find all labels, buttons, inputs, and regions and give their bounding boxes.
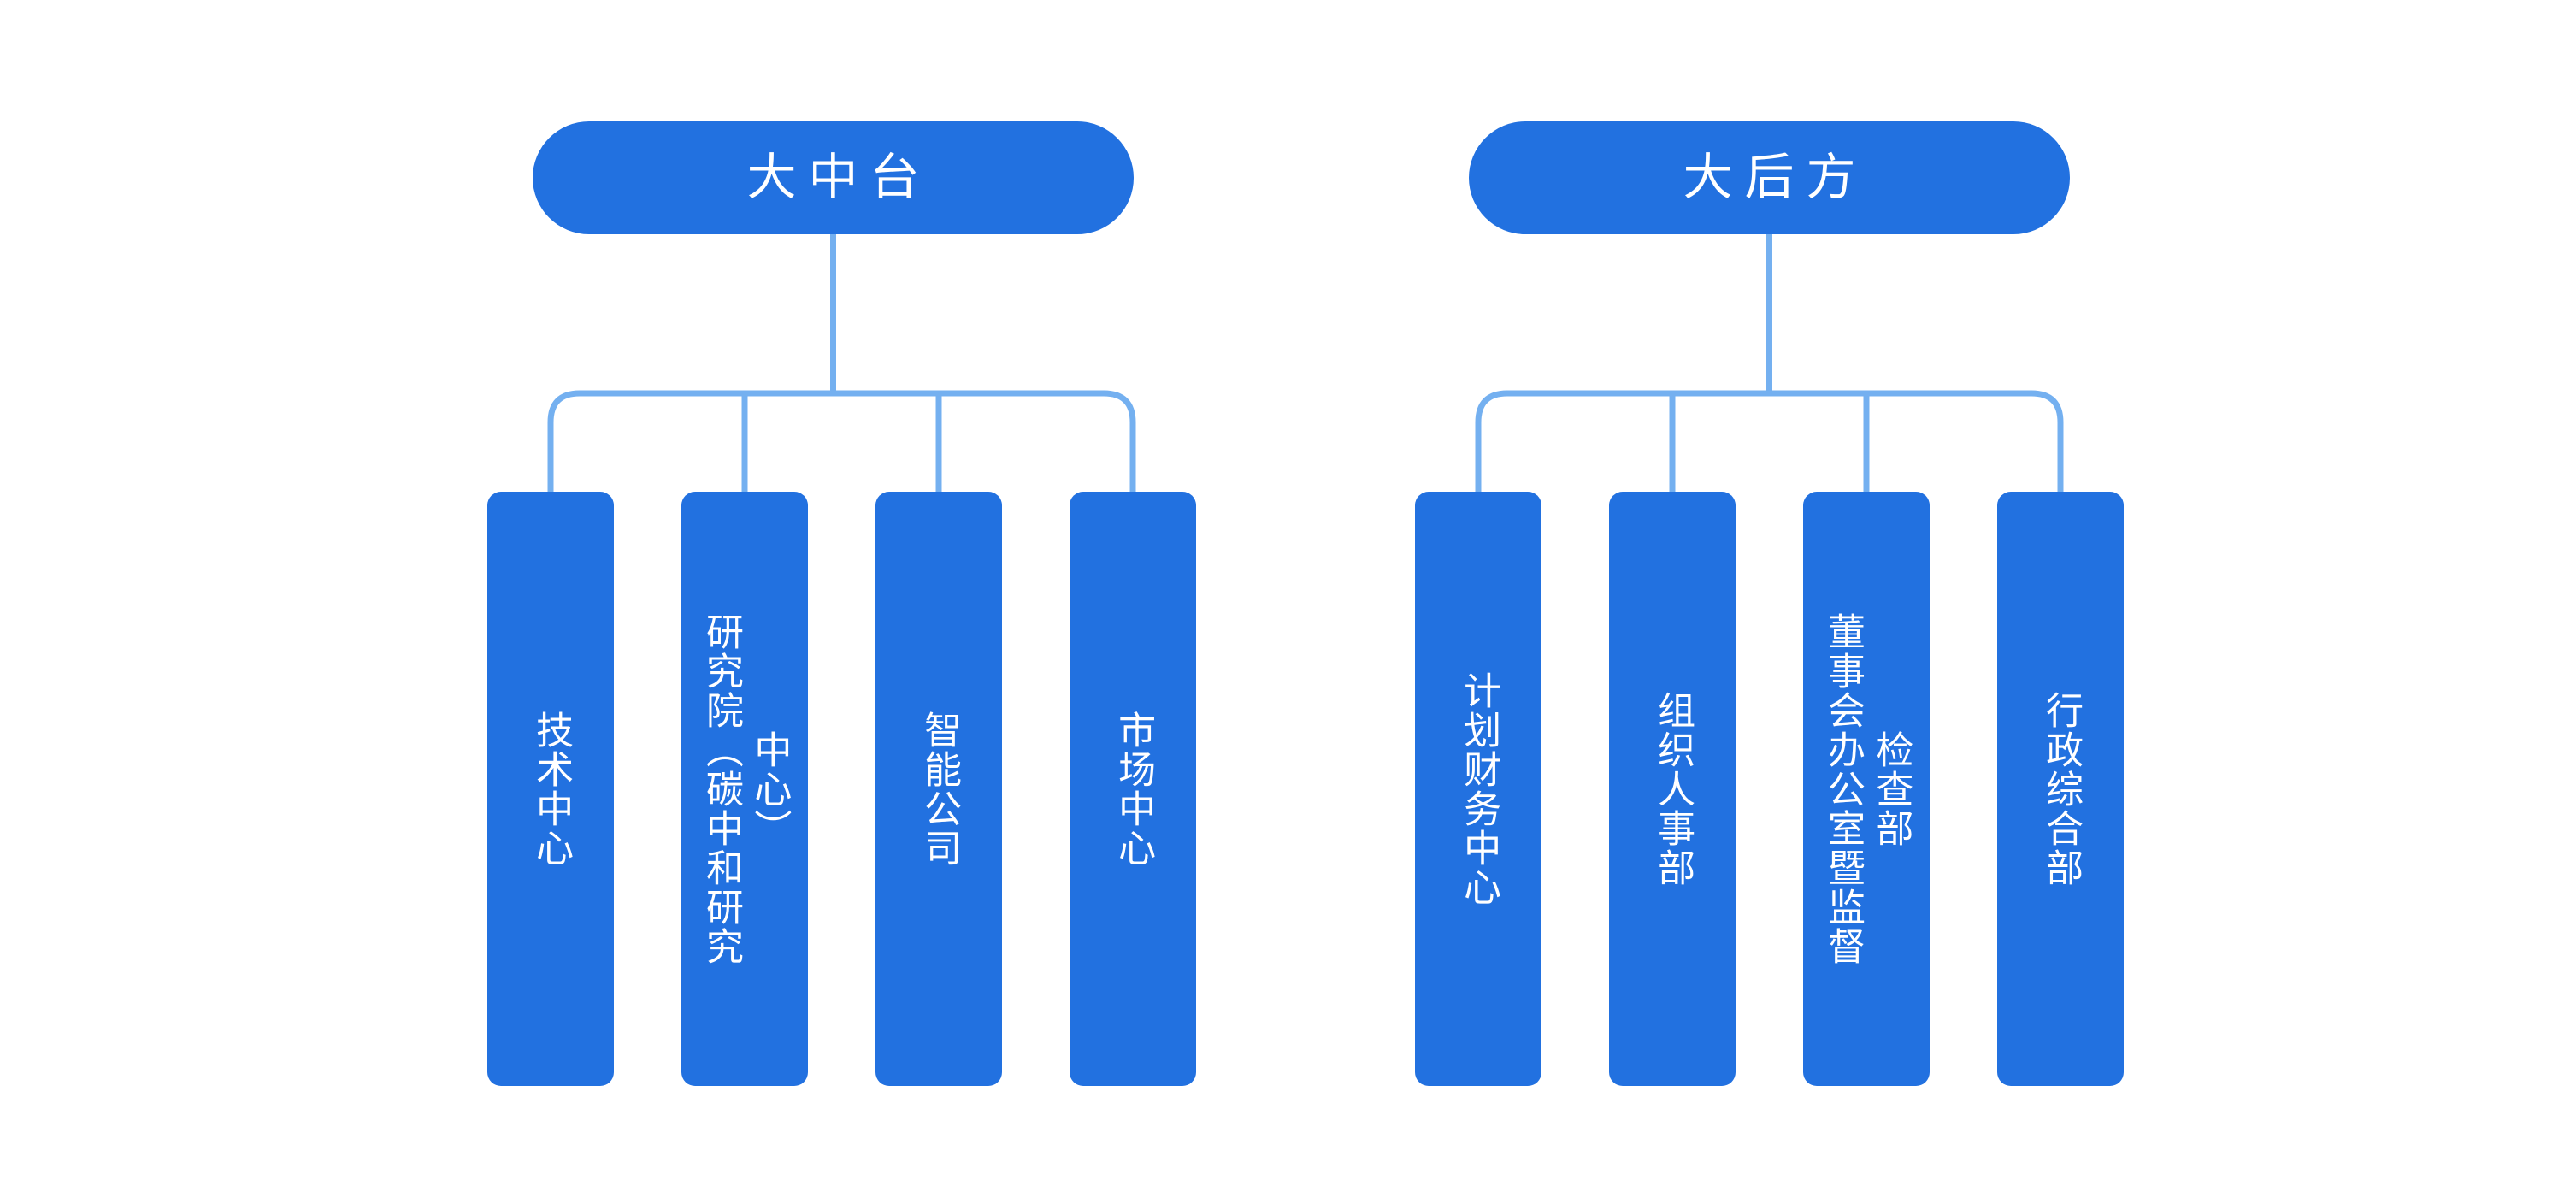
org-unit-card[interactable]: 技术中心 (487, 492, 614, 1086)
org-unit-card[interactable]: 智能公司 (875, 492, 1002, 1086)
org-unit-label: 市场中心 (1112, 710, 1155, 868)
org-unit-label: 行政综合部 (2040, 690, 2083, 888)
org-unit-label: 技术中心 (530, 710, 573, 868)
org-unit-label: 董事会办公室暨监督检查部 (1822, 611, 1913, 966)
org-unit-card[interactable]: 组织人事部 (1609, 492, 1736, 1086)
org-unit-card[interactable]: 研究院（碳中和研究中心） (681, 492, 808, 1086)
org-unit-label: 组织人事部 (1652, 690, 1695, 888)
group-root-zhongtai[interactable]: 大中台 (533, 121, 1134, 234)
group-root-label: 大后方 (1683, 150, 1868, 205)
org-unit-label: 智能公司 (918, 710, 961, 868)
org-unit-card[interactable]: 计划财务中心 (1415, 492, 1541, 1086)
group-root-label: 大中台 (746, 150, 932, 205)
group-root-houfang[interactable]: 大后方 (1469, 121, 2070, 234)
org-unit-card[interactable]: 市场中心 (1070, 492, 1196, 1086)
org-unit-card[interactable]: 董事会办公室暨监督检查部 (1803, 492, 1930, 1086)
org-unit-label: 计划财务中心 (1458, 670, 1500, 907)
org-unit-label: 研究院（碳中和研究中心） (700, 611, 791, 966)
org-unit-card[interactable]: 行政综合部 (1997, 492, 2124, 1086)
